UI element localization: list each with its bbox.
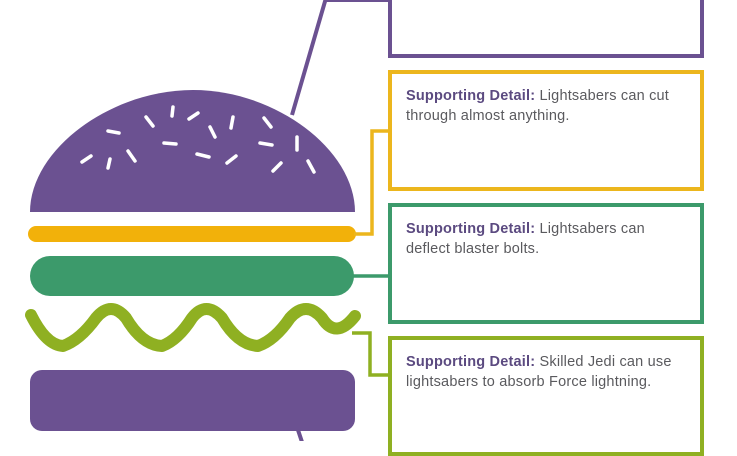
supporting-detail-body: Lightsabers can cut through almost anyth… (406, 88, 670, 124)
supporting-detail-label: Supporting Detail: (406, 221, 536, 237)
patty-layer (30, 256, 354, 296)
supporting-detail-box-2[interactable]: Supporting Detail: Lightsabers can defle… (388, 203, 704, 324)
sprinkles (80, 105, 316, 174)
bottom-bun (30, 370, 355, 431)
lettuce-layer (25, 303, 361, 352)
cheese-layer (28, 226, 356, 242)
supporting-detail-text-2: Supporting Detail: Lightsabers can defle… (406, 219, 686, 259)
connector-cheese (354, 129, 390, 236)
hamburger-diagram (25, 0, 390, 441)
connector-bottom-bun (296, 429, 304, 441)
top-bun (30, 90, 355, 212)
main-idea-box[interactable] (388, 0, 704, 58)
supporting-detail-label: Supporting Detail: (406, 88, 536, 104)
connector-lettuce (352, 331, 390, 377)
supporting-detail-body: Skilled Jedi can use lightsabers to abso… (406, 354, 672, 390)
supporting-detail-body: Lightsabers can deflect blaster bolts. (406, 221, 645, 257)
supporting-detail-label: Supporting Detail: (406, 354, 536, 370)
supporting-detail-box-3[interactable]: Supporting Detail: Skilled Jedi can use … (388, 336, 704, 456)
supporting-detail-text-1: Supporting Detail: Lightsabers can cut t… (406, 86, 686, 126)
supporting-detail-box-1[interactable]: Supporting Detail: Lightsabers can cut t… (388, 70, 704, 191)
supporting-detail-text-3: Supporting Detail: Skilled Jedi can use … (406, 352, 686, 392)
connector-top-bun (290, 0, 328, 116)
